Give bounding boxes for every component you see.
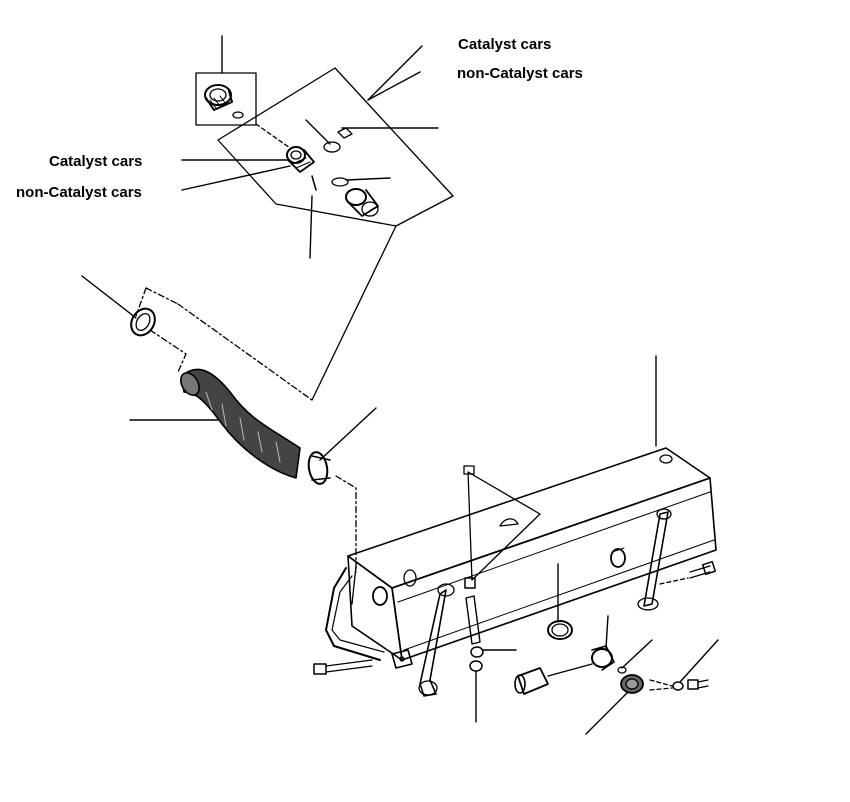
fuel-filter-float: [514, 667, 549, 695]
upper-hose-clamp-inner: [135, 312, 151, 332]
tank-lower-seam: [403, 539, 715, 651]
filler-neck-assembly: [217, 67, 454, 227]
sender-unit: [547, 645, 615, 677]
tank-filler-port: [499, 518, 519, 527]
hose-connection-guides: [135, 225, 397, 573]
guide-clamp-to-tank: [335, 475, 357, 573]
neck-non-catalyst: [345, 188, 379, 217]
leader-access-cover: [585, 691, 629, 735]
tank-mount-boss: [403, 569, 417, 587]
strap-nut-plate: [391, 649, 413, 669]
guide-ring-to-neck: [177, 303, 313, 401]
tank-filler-inlet: [372, 586, 388, 606]
neck-catalyst: [286, 146, 315, 173]
lower-hose-clamp: [307, 451, 331, 485]
strap-bolt-right: [659, 560, 717, 585]
leader-upper-clamp: [81, 275, 137, 319]
leader-sender-unit: [605, 615, 609, 649]
fuel-tank: [347, 447, 717, 661]
leader-o-ring: [621, 639, 653, 669]
tank-vent-port: [659, 454, 673, 464]
tank-strap-right: [637, 508, 672, 611]
cap-inset-box: [195, 72, 257, 126]
tank-end-seam: [351, 565, 357, 605]
tank-seam-line: [397, 491, 711, 603]
lower-nut: [469, 660, 483, 672]
leader-lower-clamp: [319, 407, 377, 461]
filler-cap: [204, 84, 233, 111]
tank-end-face: [347, 555, 403, 661]
cap-seal-ring: [232, 111, 244, 119]
guide-neck-to-hose: [311, 225, 397, 401]
leader-cover-screws: [679, 639, 719, 683]
guide-bushing-triangle: [467, 471, 541, 581]
leader-neck-seal: [345, 177, 391, 181]
lower-washer: [470, 646, 484, 658]
leader-breather-pin: [309, 195, 313, 259]
upper-bushing: [463, 465, 475, 475]
guide-ring-to-hose: [149, 329, 187, 373]
leader-neck-non-catalyst: [181, 165, 291, 191]
tank-sender-opening: [610, 548, 626, 568]
neck-seal-ring: [331, 177, 349, 187]
lower-bushing: [464, 577, 476, 589]
sender-seal-ring-inner: [551, 623, 569, 637]
guide-bushing-left: [467, 471, 473, 581]
access-cover: [620, 674, 644, 694]
leader-flap-valve: [305, 119, 331, 145]
sender-seal-ring: [547, 620, 573, 640]
sender-o-ring: [617, 666, 627, 674]
guide-ring-top: [145, 287, 179, 305]
strap-bolt-left: [313, 659, 373, 675]
callout-leaders: [81, 35, 719, 735]
label-neck-non-catalyst-cars: non-Catalyst cars: [16, 184, 142, 201]
label-cap-non-catalyst-cars: non-Catalyst cars: [457, 65, 583, 82]
leader-top-catalyst: [367, 45, 423, 101]
cover-screws: [672, 679, 709, 691]
neck-outline-frame: [217, 67, 454, 227]
tank-support-bracket-left: [325, 567, 385, 661]
tank-strap-center: [465, 595, 481, 645]
cap-axis-line: [255, 123, 291, 149]
label-neck-catalyst-cars: Catalyst cars: [49, 153, 143, 170]
tank-top-face: [347, 447, 711, 589]
tank-front-face: [391, 477, 717, 661]
retaining-clip: [337, 127, 353, 139]
filler-cap-inset: [195, 72, 257, 126]
tank-strap-middle: [418, 583, 455, 697]
flap-valve: [323, 141, 341, 153]
breather-pin: [311, 175, 317, 191]
cover-bolt-guide: [649, 679, 673, 691]
upper-hose-clamp: [130, 307, 156, 337]
label-cap-catalyst-cars: Catalyst cars: [458, 36, 552, 53]
filler-hose: [180, 368, 301, 479]
leader-top-non-catalyst: [367, 71, 421, 101]
